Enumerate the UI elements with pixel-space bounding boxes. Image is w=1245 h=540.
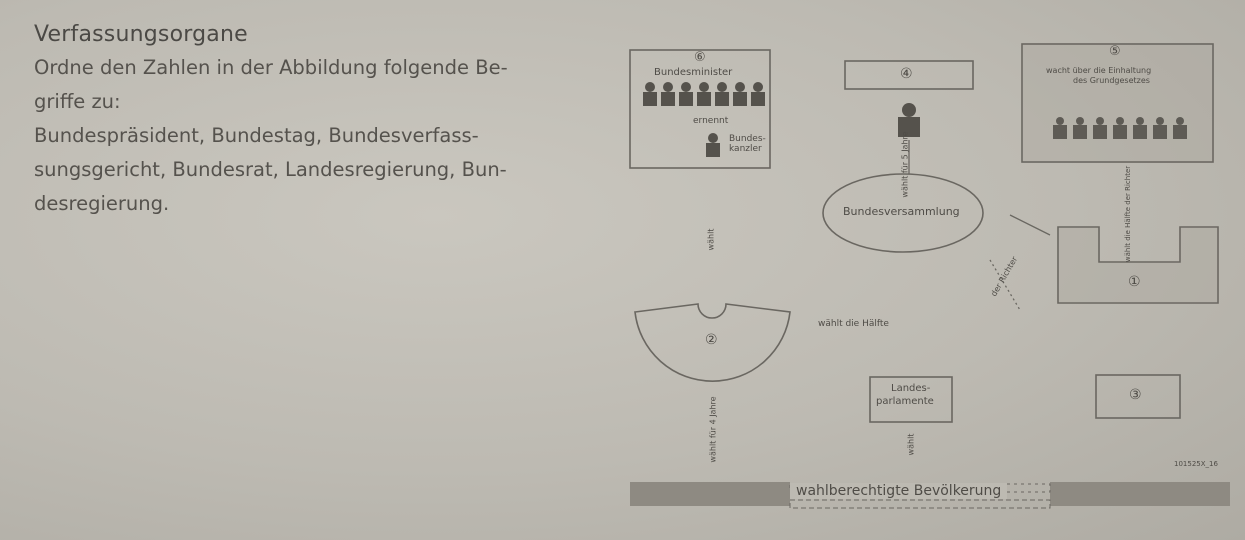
waehlt-5-jahre-label: wählt für 5 Jahre (900, 131, 910, 198)
box-landesparlamente (869, 376, 953, 423)
task-line: sungsgericht, Bundesrat, Landesregierung… (34, 158, 507, 181)
waehlt-4-jahre-label: wählt für 4 Jahre (708, 396, 718, 463)
task-title: Verfassungsorgane (34, 22, 248, 47)
task-section: Verfassungsorgane Ordne den Zahlen in de… (34, 22, 594, 221)
box-1 (1057, 226, 1219, 304)
wacht-label-1: wacht über die Einhaltung (1046, 66, 1152, 75)
task-line: Ordne den Zahlen in der Abbildung folgen… (34, 56, 508, 79)
box-6-bundesregierung (629, 49, 771, 169)
bundesminister-label: Bundesminister (654, 67, 733, 78)
bevoelkerung-label: wahlberechtigte Bevölkerung (790, 483, 1008, 499)
box-5 (1021, 43, 1214, 163)
diagram-shapes (629, 43, 1230, 509)
waehlt-haelfte-label: wählt die Hälfte (818, 319, 889, 329)
waehlt-bottom-label: wählt (906, 433, 916, 456)
wacht-label-2: des Grundgesetzes (1073, 76, 1150, 85)
task-line: griffe zu: (34, 90, 121, 113)
waehlt-left-label: wählt (706, 228, 716, 251)
number-1-label: ① (1128, 274, 1141, 290)
bundesversammlung-label: Bundesversammlung (843, 205, 960, 218)
landesparlamente-label-2: parlamente (876, 396, 934, 407)
image-code-label: 101525X_16 (1174, 460, 1218, 468)
task-line: desregierung. (34, 192, 170, 215)
number-4-label: ④ (900, 66, 913, 82)
minister-figures (643, 82, 765, 157)
president-figure (898, 103, 920, 137)
judge-figures (1053, 117, 1187, 139)
verfassungsorgane-diagram: ⑥ Bundesminister ernennt Bundes- kanzler… (610, 30, 1245, 530)
landesparlamente-label-1: Landes- (891, 383, 931, 394)
number-3-label: ③ (1129, 387, 1142, 403)
number-6-label: ⑥ (694, 50, 706, 65)
box-3 (1095, 374, 1181, 419)
population-figures (630, 482, 1230, 509)
waehlt-haelfte-richter-label: wählt die Hälfte der Richter (1124, 165, 1133, 263)
number-5-label: ⑤ (1109, 44, 1121, 59)
box-2 (634, 303, 791, 382)
bundeskanzler-label-1: Bundes- (729, 134, 766, 144)
task-line: Bundespräsident, Bundestag, Bundesverfas… (34, 124, 479, 147)
bundeskanzler-label-2: kanzler (729, 144, 762, 154)
number-2-label: ② (705, 332, 718, 348)
task-text: Ordne den Zahlen in der Abbildung folgen… (34, 51, 594, 221)
bundesversammlung-ellipse (822, 173, 984, 253)
box-4 (844, 60, 974, 90)
ernennt-label: ernennt (693, 116, 729, 126)
